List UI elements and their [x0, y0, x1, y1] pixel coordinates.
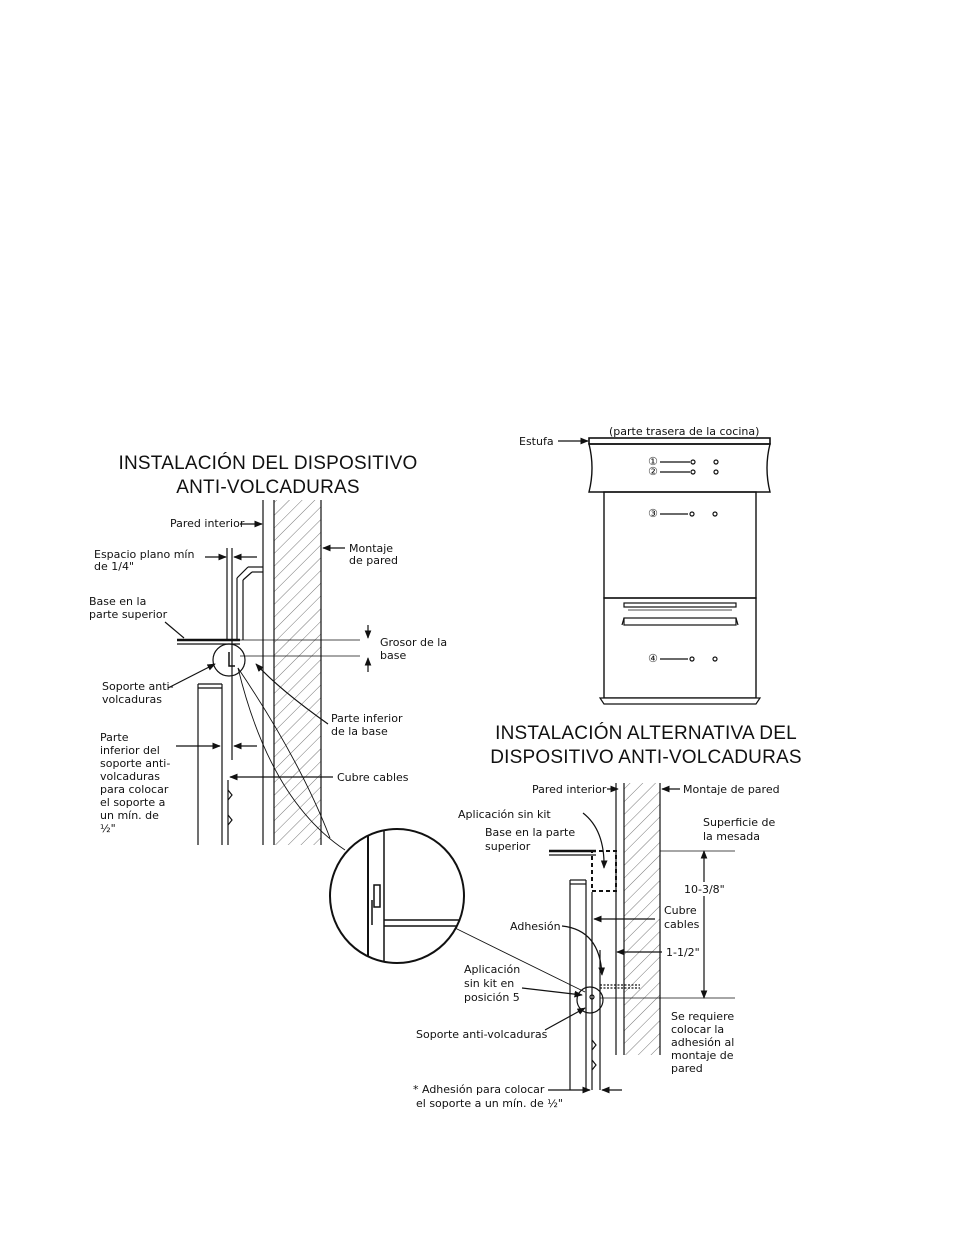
label-r-aplic-sin-kit: Aplicación sin kit	[458, 808, 551, 821]
label-pared-interior: Pared interior	[170, 517, 245, 530]
label-espacio-2: de 1/4"	[94, 560, 135, 573]
marker-4: ④	[648, 652, 658, 665]
label-montaje-2: de pared	[349, 554, 399, 567]
left-title-line1: INSTALACIÓN DEL DISPOSITIVO	[118, 453, 418, 474]
left-detail-circle	[212, 643, 246, 677]
label-r-superficie-2: la mesada	[703, 830, 760, 843]
marker-2: ②	[648, 465, 658, 478]
no-kit-dashed-box	[591, 850, 617, 892]
label-r-adhesion: Adhesión	[510, 920, 561, 933]
right-base-plate	[549, 849, 735, 999]
label-r-aplic-pos-1: Aplicación	[464, 963, 521, 976]
label-r-montaje: Montaje de pared	[683, 783, 780, 796]
label-r-nota-1: * Adhesión para colocar	[413, 1083, 545, 1096]
label-parte-trasera: (parte trasera de la cocina)	[609, 425, 760, 438]
label-r-req-1: Se requiere	[671, 1010, 735, 1023]
left-title-line2: ANTI-VOLCADURAS	[176, 477, 360, 498]
right-title-line2: DISPOSITIVO ANTI-VOLCADURAS	[490, 747, 802, 768]
label-base-sup-1: Base en la	[89, 595, 147, 608]
label-grosor-2: base	[380, 649, 407, 662]
right-detail-circle	[576, 986, 604, 1014]
label-parte-sop-4: volcaduras	[100, 770, 161, 783]
zoom-detail	[329, 828, 465, 964]
label-soporte-1: Soporte anti-	[102, 680, 174, 693]
label-parte-sop-8: ½"	[100, 822, 116, 835]
label-r-soporte: Soporte anti-volcaduras	[416, 1028, 548, 1041]
label-montaje-1: Montaje	[349, 542, 394, 555]
label-parte-sop-1: Parte	[100, 731, 129, 744]
label-r-cubre-1: Cubre	[664, 904, 697, 917]
label-espacio-1: Espacio plano mín	[94, 548, 195, 561]
left-cable-cover	[226, 548, 263, 760]
label-soporte-2: volcaduras	[102, 693, 163, 706]
label-r-req-5: pared	[671, 1062, 703, 1075]
label-r-nota-2: el soporte a un mín. de ½"	[416, 1097, 563, 1110]
label-parte-sop-3: soporte anti-	[100, 757, 171, 770]
label-r-req-3: adhesión al	[671, 1036, 735, 1049]
label-r-base-sup-1: Base en la parte	[485, 826, 576, 839]
marker-1: ①	[648, 455, 658, 468]
label-parte-sop-5: para colocar	[100, 783, 169, 796]
right-title-line1: INSTALACIÓN ALTERNATIVA DEL	[495, 723, 797, 744]
marker-3: ③	[648, 507, 658, 520]
label-r-aplic-pos-2: sin kit en	[464, 977, 515, 990]
left-base-plate	[177, 638, 360, 657]
label-parte-sop-6: el soporte a	[100, 796, 166, 809]
label-r-base-sup-2: superior	[485, 840, 531, 853]
label-base-sup-2: parte superior	[89, 608, 168, 621]
label-r-req-2: colocar la	[671, 1023, 725, 1036]
label-parte-inf-2: de la base	[331, 725, 388, 738]
label-r-req-4: montaje de	[671, 1049, 734, 1062]
label-estufa: Estufa	[519, 435, 554, 448]
left-range-back	[197, 683, 233, 845]
label-r-pared-interior: Pared interior	[532, 783, 607, 796]
range-back-view	[558, 437, 771, 705]
label-r-superficie-1: Superficie de	[703, 816, 776, 829]
left-wall-section	[262, 500, 322, 845]
label-cubre-cables: Cubre cables	[337, 771, 409, 784]
label-r-aplic-pos-3: posición 5	[464, 991, 520, 1004]
label-parte-sop-7: un mín. de	[100, 809, 159, 822]
label-parte-inf-1: Parte inferior	[331, 712, 403, 725]
label-r-dim-10: 10-3/8"	[684, 883, 725, 896]
label-parte-sop-2: inferior del	[100, 744, 160, 757]
label-grosor-1: Grosor de la	[380, 636, 448, 649]
label-r-cubre-2: cables	[664, 918, 700, 931]
label-r-dim-1: 1-1/2"	[666, 946, 700, 959]
